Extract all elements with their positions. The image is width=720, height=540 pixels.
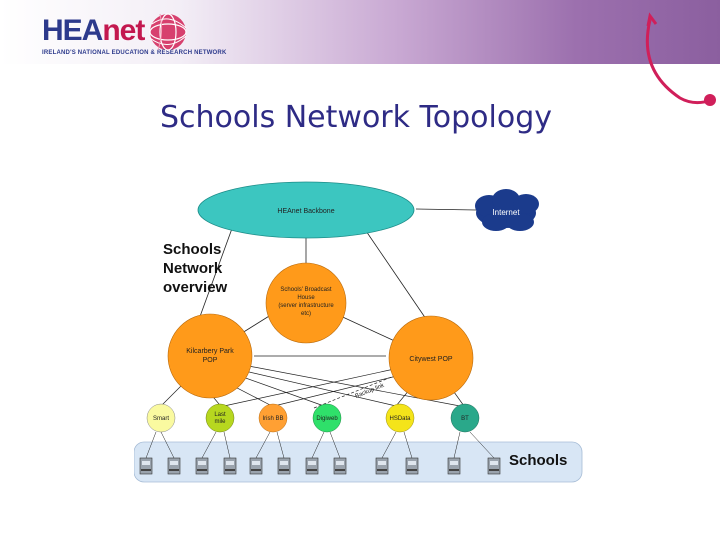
provider-irishbb-label: Irish BB — [262, 416, 283, 422]
backbone-label: HEAnet Backbone — [277, 208, 334, 215]
provider-digiweb-label: Digiweb — [316, 416, 338, 422]
school-computer-icon — [447, 457, 461, 475]
school-computer-icon — [487, 457, 501, 475]
kilcarbery-pop-node — [167, 313, 253, 399]
internet-cloud-icon — [475, 189, 539, 231]
house-label-3: (server infrastructure — [278, 303, 334, 309]
school-computer-icon — [167, 457, 181, 475]
globe-icon — [149, 13, 187, 51]
school-computer-icon — [139, 457, 153, 475]
link-backbone-internet — [415, 208, 477, 211]
logo-text-a: HEA — [42, 14, 103, 47]
kilcarbery-label-2: POP — [203, 357, 218, 364]
school-computer-icon — [305, 457, 319, 475]
link-c-lastmile — [223, 367, 400, 407]
provider-lastmile-node — [205, 403, 235, 433]
logo-text-b: net — [102, 14, 145, 47]
schools-house-node — [265, 262, 347, 344]
overview-line-2: Network — [163, 260, 223, 277]
provider-bt-node — [450, 403, 480, 433]
house-label-2: House — [297, 295, 315, 301]
internet-label: Internet — [492, 208, 520, 217]
provider-school-links — [145, 431, 495, 459]
schools-network-overview-label: Schools Network overview — [163, 240, 227, 297]
schools-label: Schools — [509, 452, 568, 469]
school-computer-icon — [223, 457, 237, 475]
provider-bt-label: BT — [461, 416, 469, 422]
overview-line-1: Schools — [163, 241, 222, 258]
link-c-irishbb — [273, 372, 410, 407]
provider-irishbb-node — [258, 403, 288, 433]
network-diagram: Backup link HEAnet Backbone Internet Sch… — [134, 181, 583, 483]
house-label-1: Schools' Broadcast — [280, 287, 332, 293]
logo-tagline: IRELAND'S NATIONAL EDUCATION & RESEARCH … — [42, 50, 227, 56]
header-banner — [0, 0, 720, 64]
slide-title: Schools Network Topology — [0, 100, 720, 135]
backup-link-line — [313, 371, 405, 409]
school-computer-icon — [405, 457, 419, 475]
swoosh-decoration — [645, 12, 716, 106]
citywest-label: Citywest POP — [409, 356, 453, 363]
provider-hsdata-label: HSData — [389, 416, 411, 422]
link-backbone-kilcarbery — [193, 222, 235, 334]
overview-line-3: overview — [163, 279, 228, 296]
school-computer-icon — [375, 457, 389, 475]
link-house-citywest — [333, 312, 400, 344]
link-k-hsdata — [231, 367, 397, 407]
heanet-logo: HEAnet — [42, 14, 145, 47]
school-computer-icon — [333, 457, 347, 475]
house-label-4: etc) — [301, 311, 311, 317]
schools-bar — [134, 441, 583, 483]
school-computer-icon — [195, 457, 209, 475]
slide-title-text: Schools Network Topology — [159, 100, 553, 135]
kilcarbery-label-1: Kilcarbery Park — [186, 348, 234, 355]
citywest-pop-node — [388, 315, 474, 401]
school-computers — [139, 457, 501, 475]
provider-smart-label: Smart — [153, 416, 169, 422]
provider-hsdata-node — [385, 403, 415, 433]
school-computer-icon — [277, 457, 291, 475]
provider-digiweb-node — [312, 403, 342, 433]
backbone-node — [197, 181, 415, 239]
school-computer-icon — [249, 457, 263, 475]
